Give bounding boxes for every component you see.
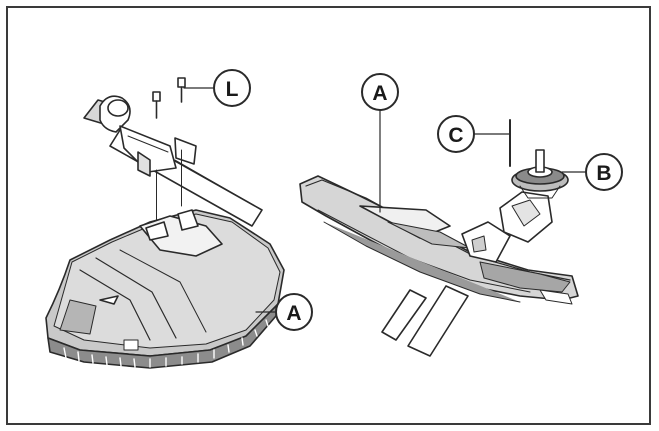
callout-A-left: A	[275, 293, 313, 331]
screw-left-2	[177, 77, 186, 103]
screw-left-1	[152, 91, 161, 119]
left-gear-head	[83, 95, 197, 177]
callout-B-label: B	[596, 162, 611, 185]
left-guard-ribs	[63, 319, 269, 368]
callout-A-right: A	[361, 73, 399, 111]
callout-C: C	[437, 115, 475, 153]
callout-L-label: L	[226, 78, 239, 101]
right-gear-head	[461, 149, 569, 263]
right-guard	[299, 175, 579, 305]
callout-C-label: C	[448, 124, 463, 147]
callout-L: L	[213, 69, 251, 107]
callout-B: B	[585, 153, 623, 191]
callout-A-right-label: A	[372, 82, 387, 105]
left-assembly	[45, 77, 285, 369]
left-guard	[45, 209, 285, 369]
right-assembly	[299, 109, 587, 357]
callout-A-left-label: A	[286, 302, 301, 325]
right-shaft	[381, 285, 469, 357]
